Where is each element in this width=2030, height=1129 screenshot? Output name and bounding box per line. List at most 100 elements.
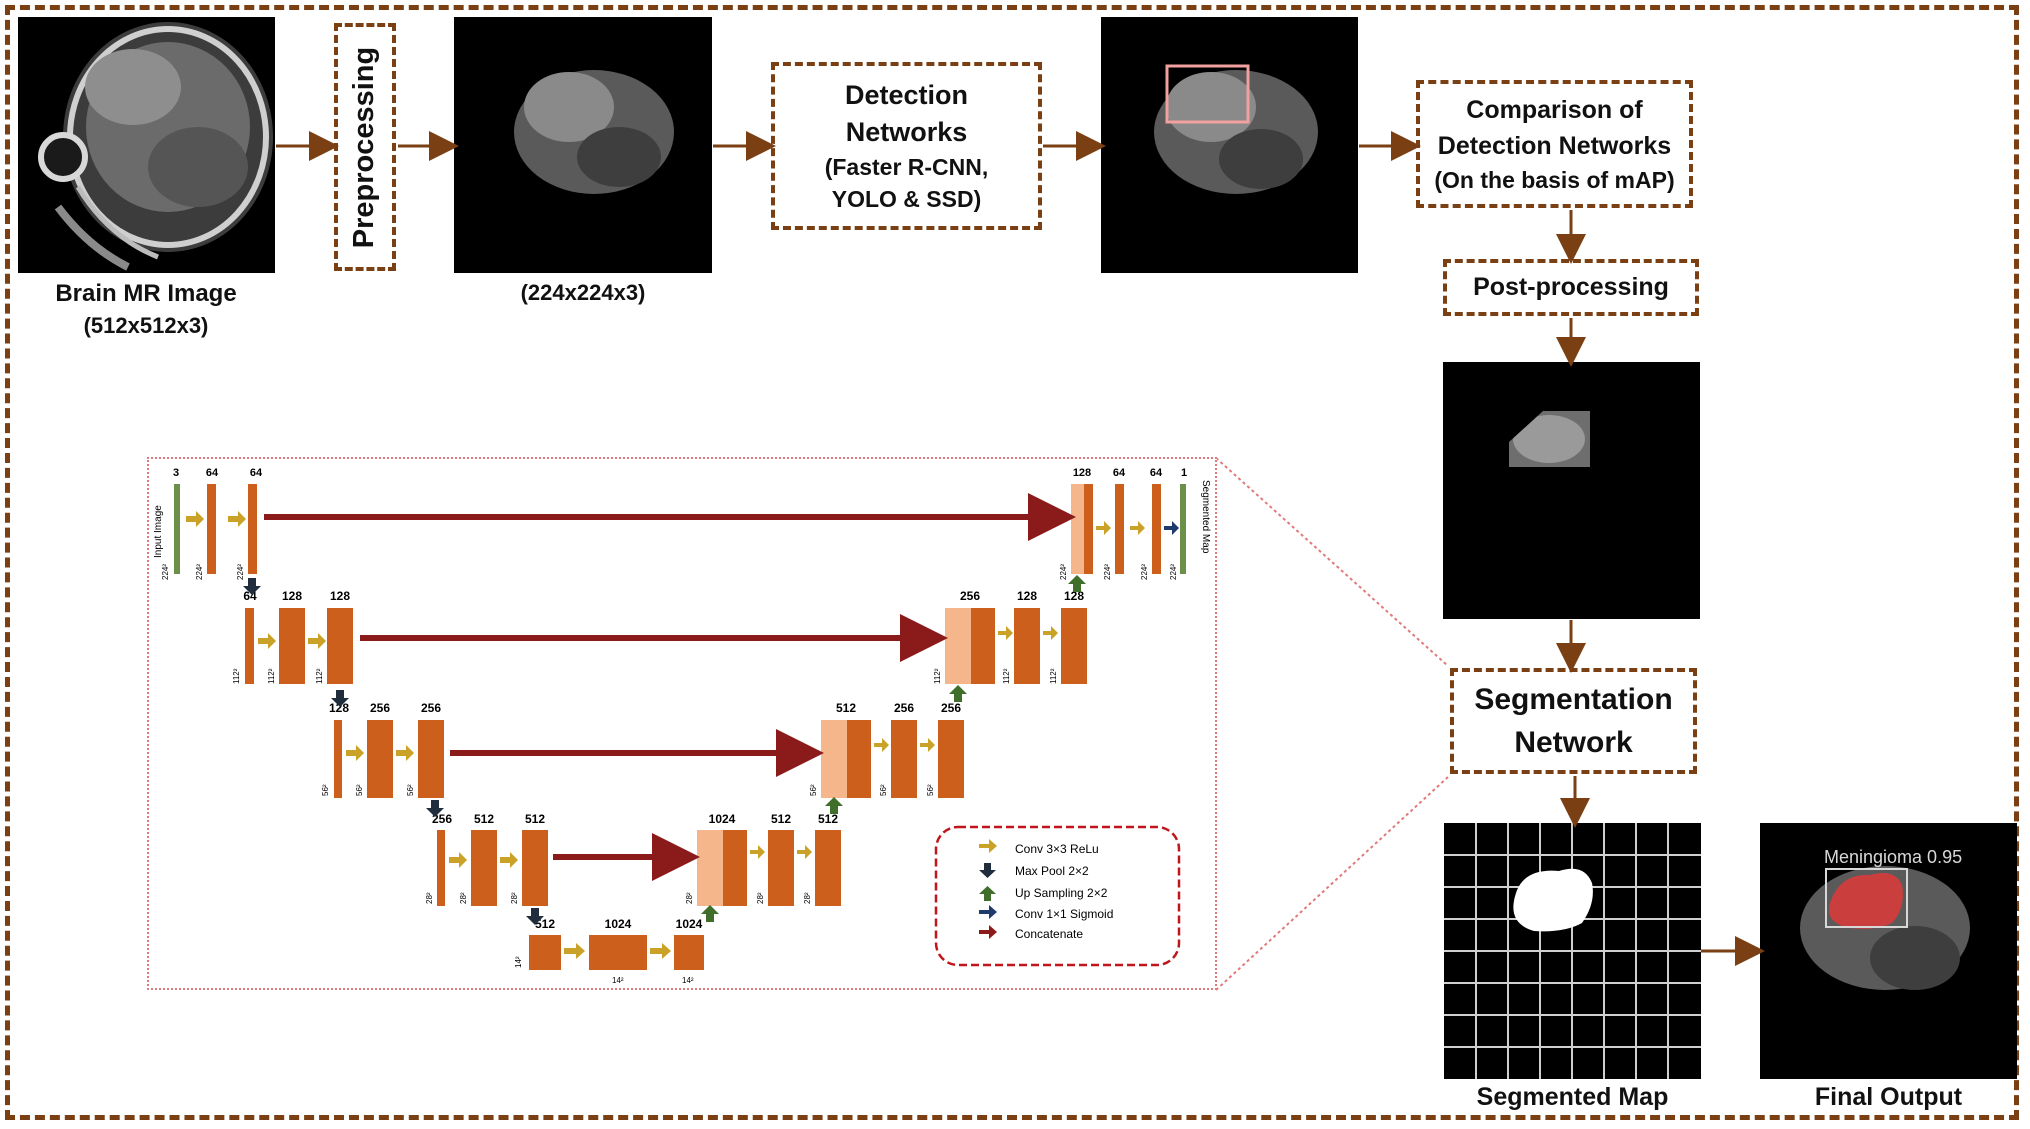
enc2-size-2: 112² (315, 668, 324, 684)
tumor-overlay (1828, 872, 1903, 929)
unet-input-block (174, 484, 180, 574)
postprocessing-box: Post-processing (1443, 259, 1699, 316)
dec4-ch-0: 1024 (709, 812, 736, 826)
bottleneck-size-2: 14² (682, 976, 694, 985)
unet-input-label: Input Image (153, 505, 164, 558)
dec3-ch-0: 512 (836, 701, 856, 715)
final-bounding-box (1825, 868, 1908, 928)
segmented-map-image (1444, 823, 1701, 1079)
dec2-size-1: 112² (1002, 668, 1011, 684)
legend-sigmoid-icon (979, 905, 997, 919)
enc4-ch-2: 512 (525, 812, 545, 826)
segmentation-label: Segmentation Network (1474, 683, 1673, 759)
dec1-ch-0: 128 (1073, 467, 1091, 479)
segmentation-network-box: Segmentation Network (1450, 668, 1697, 774)
tumor-mask (1513, 868, 1593, 932)
enc3-size-0: 56² (321, 784, 330, 796)
enc2-block-a (279, 608, 305, 684)
dec2-block-a (1014, 608, 1040, 684)
dec1-size-2: 224² (1140, 564, 1149, 580)
dec2-size-0: 112² (933, 668, 942, 684)
final-output-overlay: Meningioma 0.95 (1800, 847, 1970, 990)
bottleneck-block-a (589, 935, 647, 970)
dec4-block-b (815, 830, 841, 906)
cropped-tumor (1509, 411, 1590, 467)
dec3-concat (847, 720, 871, 798)
preprocessed-image (454, 17, 712, 273)
dec1-ch-1: 64 (1113, 467, 1126, 479)
outer-dashed-frame (5, 5, 2019, 1120)
detection-networks-box: Detection Networks (Faster R-CNN, YOLO &… (771, 62, 1042, 230)
comparison-subtitle: (On the basis of mAP) (1434, 167, 1675, 193)
comparison-box: Comparison of Detection Networks (On the… (1416, 80, 1693, 208)
dec3-size-2: 56² (926, 784, 935, 796)
enc1-ch-0: 3 (173, 467, 179, 479)
detection-score-label: Meningioma 0.95 (1824, 847, 1962, 867)
upsample-arrows (701, 575, 1086, 922)
input-image-label: Brain MR Image (55, 280, 237, 307)
detection-bounding-box (1165, 64, 1250, 124)
dec1-ch-2: 64 (1150, 467, 1163, 479)
enc4-size-2: 28² (510, 892, 519, 904)
enc2-block-0 (245, 608, 254, 684)
dec2-ch-0: 256 (960, 589, 980, 603)
enc2-ch-2: 128 (330, 589, 350, 603)
dec1-block-b (1152, 484, 1161, 574)
dec1-size-1: 224² (1103, 564, 1112, 580)
dec3-block-b (938, 720, 964, 798)
dec1-concat (1084, 484, 1093, 574)
enc4-ch-0: 256 (432, 812, 452, 826)
legend-maxpool-label: Max Pool 2×2 (1015, 864, 1089, 878)
dec3-size-0: 56² (809, 784, 818, 796)
enc3-ch-1: 256 (370, 701, 390, 715)
dec2-concat (971, 608, 995, 684)
enc4-block-b (522, 830, 548, 906)
enc2-size-1: 112² (267, 668, 276, 684)
legend-concat-label: Concatenate (1015, 927, 1083, 941)
dec1-block-a (1115, 484, 1124, 574)
dec1-size-0: 224² (1059, 564, 1068, 580)
dec4-ch-2: 512 (818, 812, 838, 826)
detected-brain (1154, 64, 1318, 194)
postprocessing-label: Post-processing (1473, 273, 1669, 301)
legend-sigmoid-label: Conv 1×1 Sigmoid (1015, 907, 1113, 921)
enc2-block-b (327, 608, 353, 684)
dec3-concat-light (821, 720, 847, 798)
enc2-size-0: 112² (232, 668, 241, 684)
bottleneck-size-1: 14² (612, 976, 624, 985)
dec2-ch-1: 128 (1017, 589, 1037, 603)
enc4-block-0 (437, 830, 445, 906)
unet-output-label: Segmented Map (1200, 480, 1211, 554)
dec4-concat-light (697, 830, 723, 906)
legend-maxpool-icon (979, 863, 996, 878)
legend-conv-icon (979, 839, 997, 853)
unet-legend (934, 825, 1181, 967)
dec2-size-2: 112² (1049, 668, 1058, 684)
segmented-map-grid (1444, 823, 1701, 1079)
dec4-ch-1: 512 (771, 812, 791, 826)
conv-arrows (186, 511, 1145, 959)
enc1-size-0: 224² (161, 564, 170, 580)
input-size-label: (512x512x3) (83, 313, 209, 338)
detection-subtitle: (Faster R-CNN, YOLO & SSD) (824, 154, 989, 212)
dec1-ch-3: 1 (1181, 467, 1187, 479)
enc3-size-2: 56² (406, 784, 415, 796)
maxpool-arrows (243, 578, 544, 925)
final-output-image: Meningioma 0.95 (1760, 823, 2017, 1079)
dec2-block-b (1061, 608, 1087, 684)
segmented-map-label: Segmented Map (1476, 1083, 1669, 1111)
enc4-size-0: 28² (425, 892, 434, 904)
legend-items: Conv 3×3 ReLu Max Pool 2×2 Up Sampling 2… (979, 839, 1113, 941)
enc4-ch-1: 512 (474, 812, 494, 826)
dec1-size-3: 224² (1169, 564, 1178, 580)
unet-output-block (1180, 484, 1186, 574)
dec4-block-a (768, 830, 794, 906)
dec4-size-1: 28² (756, 892, 765, 904)
final-output-label: Final Output (1814, 1083, 1963, 1111)
bottleneck-block-0 (529, 935, 561, 970)
legend-upsample-label: Up Sampling 2×2 (1015, 886, 1108, 900)
legend-upsample-icon (979, 886, 996, 901)
comparison-title: Comparison of Detection Networks (1437, 96, 1672, 160)
dec4-size-0: 28² (685, 892, 694, 904)
